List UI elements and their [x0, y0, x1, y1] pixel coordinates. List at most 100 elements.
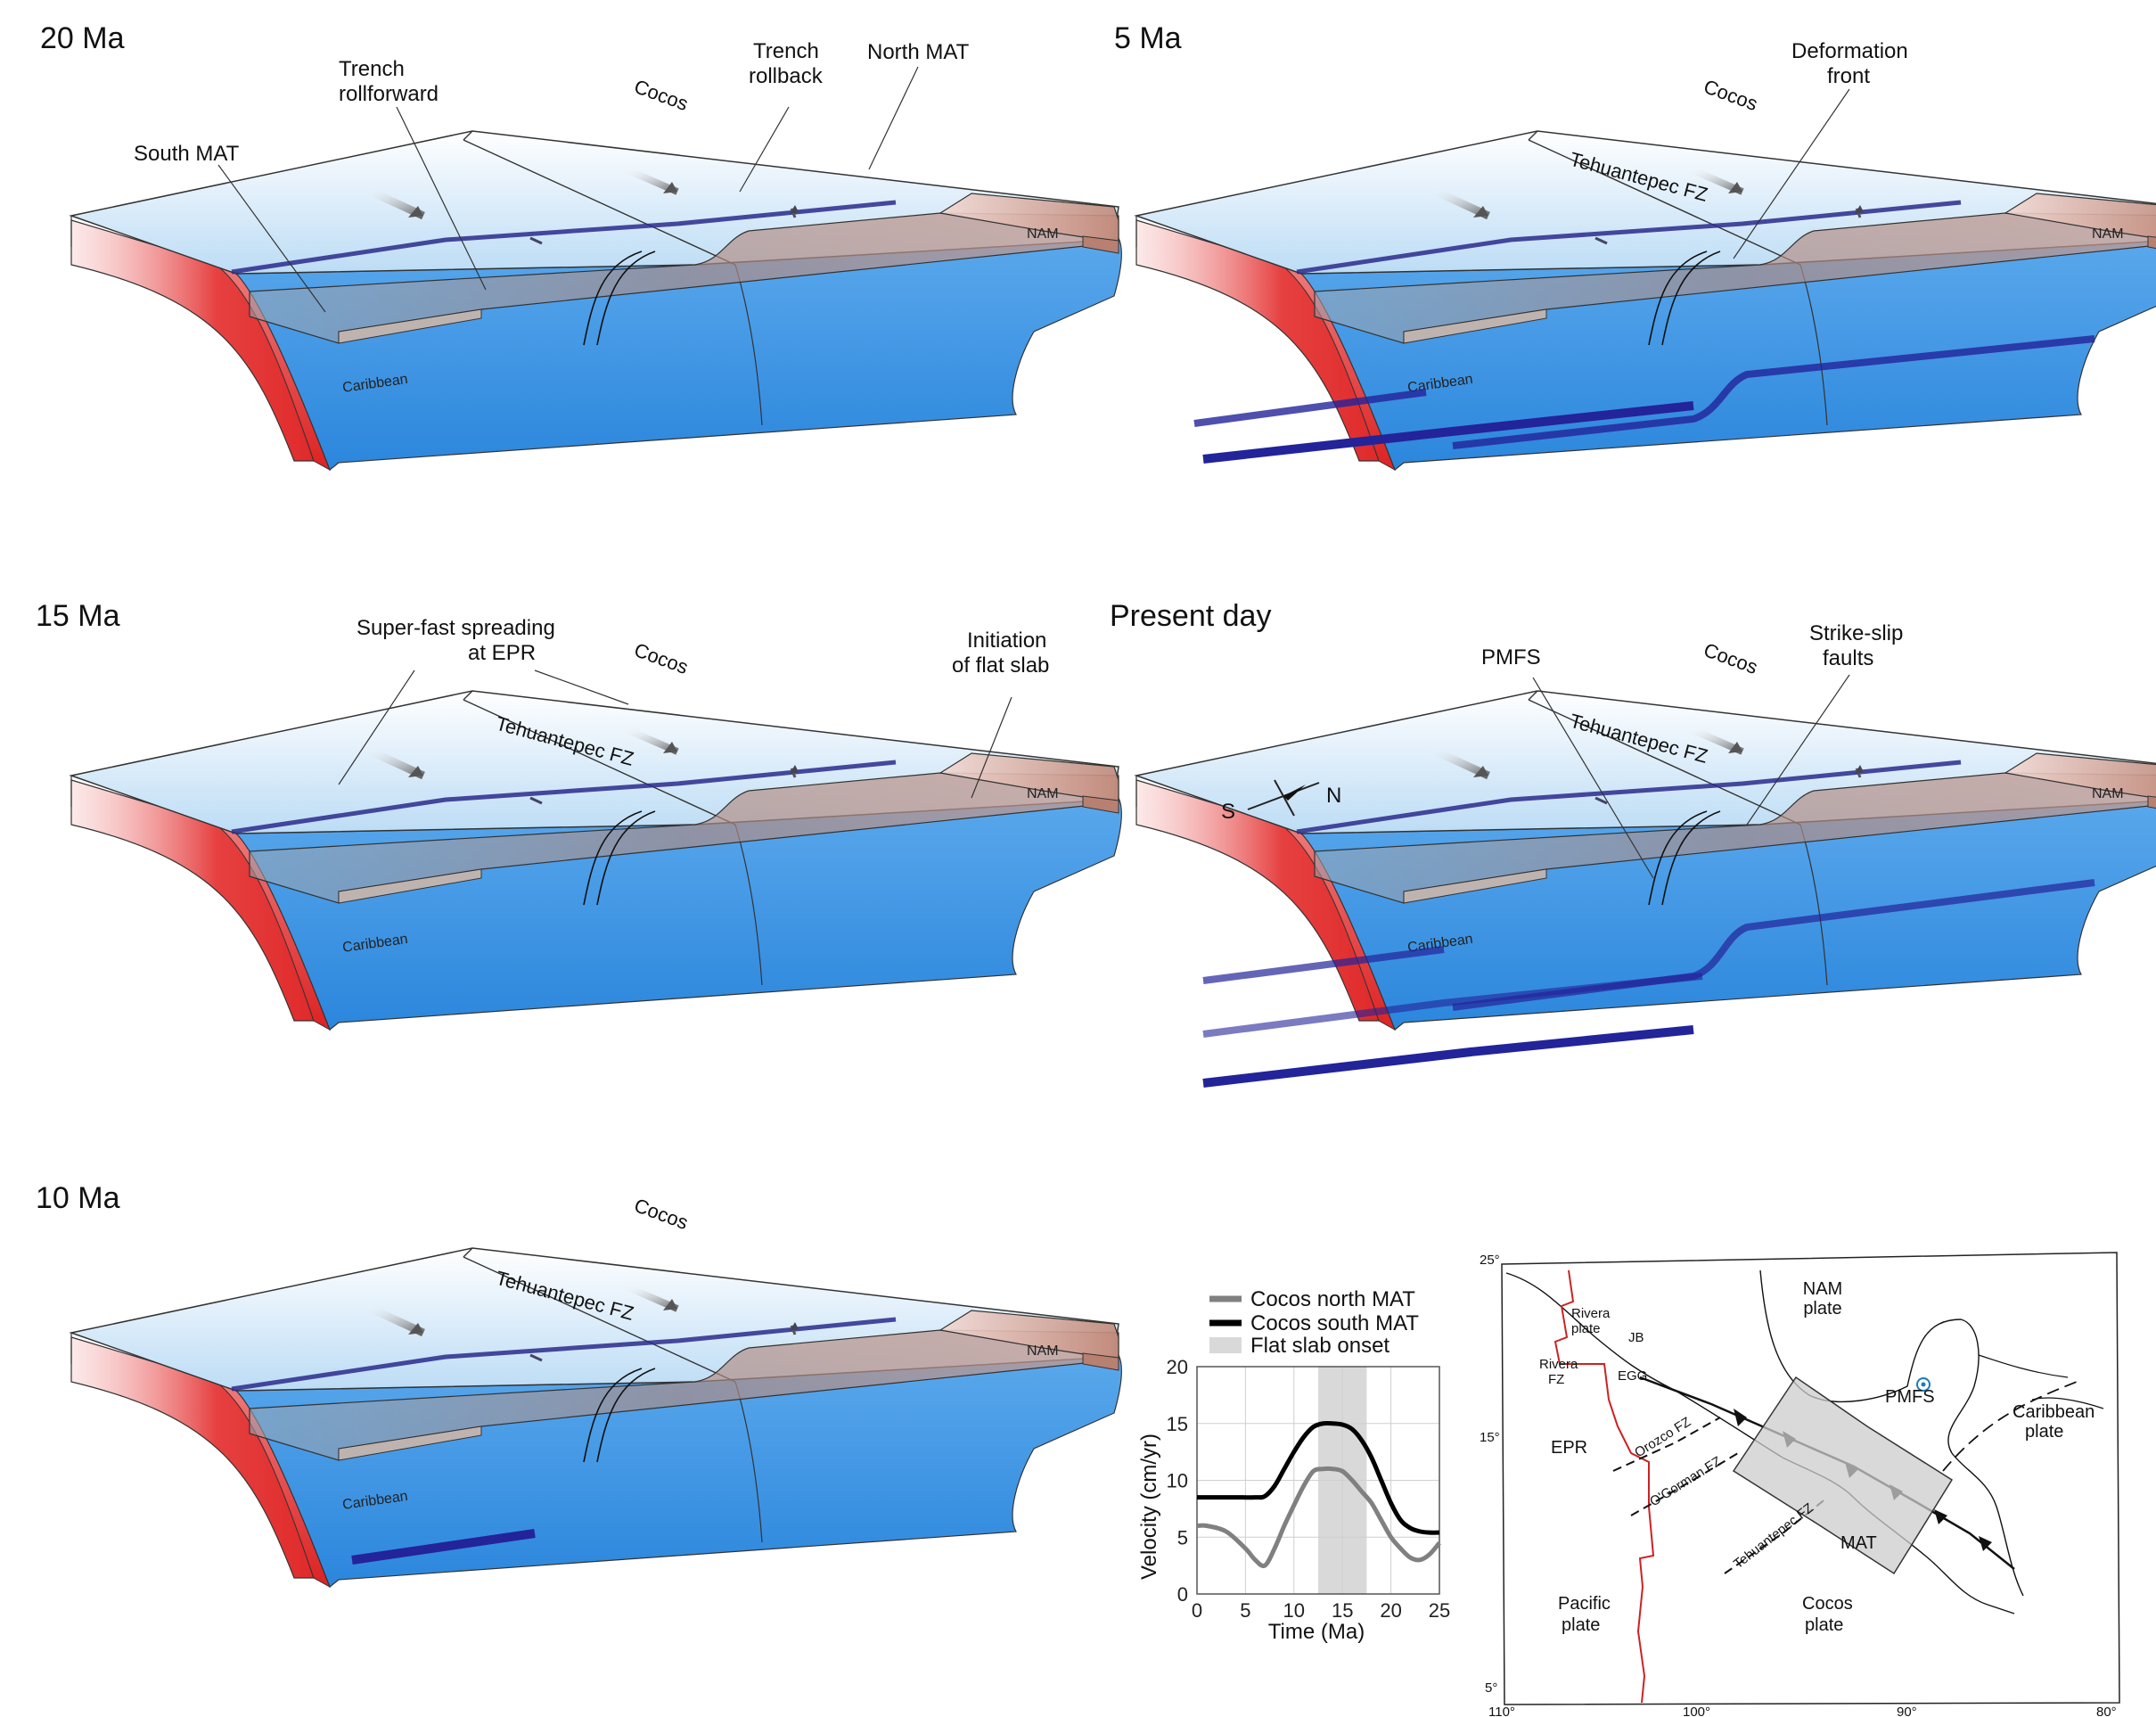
nam-label-15: NAM: [1027, 786, 1059, 801]
panel-10ma: 10 Ma Cocos Tehuantepec FZ NAM Caribbean: [36, 1181, 1121, 1587]
x-tick-25: 25: [1429, 1599, 1450, 1622]
map-riverafz-l1: Rivera: [1539, 1357, 1578, 1372]
plate-label-cocos-15: Cocos: [631, 638, 691, 678]
series-line-north-mat: [1196, 1466, 1441, 1569]
panel-title-10ma: 10 Ma: [36, 1181, 120, 1215]
chart-ylabel: Velocity (cm/yr): [1137, 1434, 1161, 1580]
trench-rollforward-line1: Trench: [339, 57, 405, 81]
deformation-front-line2: front: [1827, 64, 1870, 88]
map-label-epr: EPR: [1551, 1438, 1587, 1458]
compass-s: S: [1221, 800, 1235, 824]
legend-label-north: Cocos north MAT: [1250, 1287, 1415, 1311]
panel-title-15ma: 15 Ma: [36, 599, 120, 633]
map-cocos-l1: Cocos: [1802, 1594, 1853, 1614]
map-rivera-l2: plate: [1571, 1321, 1601, 1336]
map-orozco-fz: [1612, 1417, 1721, 1472]
chart-legend: Cocos north MAT Cocos south MAT Flat sla…: [1209, 1287, 1419, 1358]
map-ogorman-fz: [1630, 1452, 1739, 1516]
y-tick-0: 0: [1177, 1583, 1188, 1606]
map-plate-boundary-caribbean: [1942, 1381, 2078, 1472]
map-lon-110: 110°: [1488, 1705, 1515, 1717]
x-tick-20: 20: [1380, 1599, 1401, 1622]
strike-slip-line1: Strike-slip: [1809, 621, 1903, 645]
plate-label-cocos-20: Cocos: [631, 75, 691, 115]
map-cocos-l2: plate: [1805, 1615, 1843, 1635]
nam-label-10: NAM: [1027, 1343, 1059, 1359]
map-label-jb: JB: [1628, 1330, 1644, 1345]
map-rivera-l1: Rivera: [1571, 1306, 1611, 1321]
map-label-egg: EGG: [1618, 1368, 1647, 1384]
map-label-mat: MAT: [1840, 1533, 1877, 1553]
super-fast-line2: at EPR: [468, 641, 536, 665]
map-frame: [1501, 1252, 2120, 1705]
panel-15ma: 15 Ma Cocos Tehuantepec FZ NAM Caribbean…: [36, 599, 1121, 1030]
map-lat-25: 25°: [1480, 1253, 1500, 1268]
series-line-south-mat: [1196, 1420, 1440, 1535]
nam-label-0: NAM: [2092, 786, 2124, 801]
map-nam-l2: plate: [1803, 1299, 1841, 1319]
plate-label-cocos-0: Cocos: [1701, 638, 1760, 678]
x-tick-0: 0: [1192, 1599, 1202, 1622]
map-study-box: [1732, 1376, 1954, 1575]
compass: S N: [1221, 779, 1341, 824]
legend-label-band: Flat slab onset: [1250, 1334, 1390, 1358]
trench-rollforward-line2: rollforward: [339, 82, 439, 106]
trench-rollback-line2: rollback: [749, 64, 824, 88]
initiation-line1: Initiation: [967, 628, 1046, 653]
map-lon-100: 100°: [1683, 1705, 1710, 1717]
map-pacific-l1: Pacific: [1558, 1594, 1611, 1614]
panel-20ma: 20 Ma Cocos NAM Caribbean South MAT Tren…: [40, 21, 1121, 470]
panel-title-20ma: 20 Ma: [40, 21, 125, 55]
nam-label-20: NAM: [1027, 226, 1059, 242]
super-fast-line1: Super-fast spreading: [357, 616, 555, 640]
y-tick-15: 15: [1167, 1413, 1188, 1435]
map-label-pmfs: PMFS: [1885, 1387, 1935, 1407]
chart-frame: [1196, 1366, 1440, 1595]
trench-rollback-line1: Trench: [753, 39, 819, 63]
annotation-south-mat: South MAT: [134, 142, 240, 166]
velocity-chart: Cocos north MAT Cocos south MAT Flat sla…: [1137, 1287, 1450, 1644]
map-carib-l2: plate: [2025, 1422, 2063, 1442]
legend-swatch-band: [1209, 1337, 1242, 1353]
chart-xlabel: Time (Ma): [1268, 1620, 1365, 1644]
y-tick-20: 20: [1167, 1356, 1188, 1378]
map-carib-l1: Caribbean: [2013, 1402, 2095, 1422]
plate-label-cocos-5: Cocos: [1701, 75, 1760, 115]
panel-title-5ma: 5 Ma: [1114, 21, 1182, 55]
map-riverafz-l2: FZ: [1548, 1372, 1564, 1387]
map-lat-15: 15°: [1480, 1430, 1500, 1445]
map-pacific-l2: plate: [1562, 1615, 1600, 1635]
annotation-north-mat: North MAT: [867, 40, 970, 64]
nam-label-5: NAM: [2092, 226, 2124, 242]
x-tick-5: 5: [1240, 1599, 1250, 1622]
annotation-pmfs: PMFS: [1481, 645, 1541, 670]
map-lon-90: 90°: [1897, 1705, 1917, 1717]
legend-label-south: Cocos south MAT: [1250, 1311, 1419, 1335]
panel-title-present: Present day: [1110, 599, 1271, 633]
panel-present-day: Present day Cocos Tehuantepec FZ NAM Car…: [1110, 599, 2156, 1088]
map-lon-80: 80°: [2096, 1705, 2117, 1717]
map-nam-l1: NAM: [1803, 1279, 1842, 1299]
initiation-line2: of flat slab: [952, 653, 1049, 678]
map-pmfs-marker: [1916, 1377, 1931, 1392]
map-lat-5: 5°: [1485, 1680, 1497, 1696]
compass-n: N: [1326, 784, 1341, 808]
strike-slip-line2: faults: [1823, 646, 1873, 670]
deformation-front-line1: Deformation: [1791, 39, 1908, 63]
panel-5ma: 5 Ma Cocos Tehuantepec FZ NAM Caribbean …: [1114, 21, 2156, 470]
y-tick-10: 10: [1167, 1470, 1188, 1492]
